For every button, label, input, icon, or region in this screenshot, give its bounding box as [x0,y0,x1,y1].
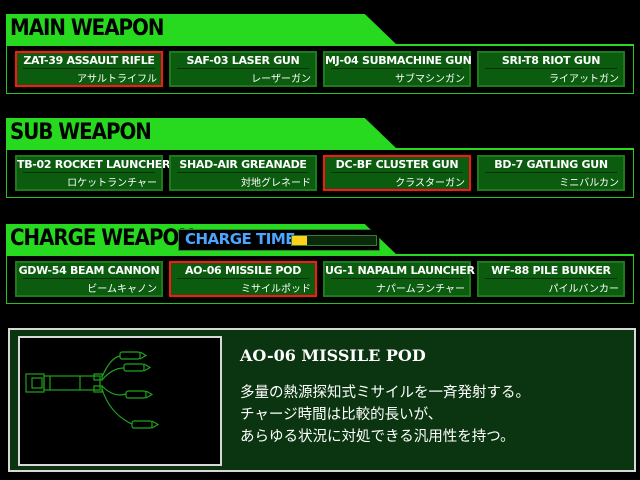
sub-weapon-list: TB-02 ROCKET LAUNCHER ロケットランチャー SHAD-AIR… [6,148,634,198]
weapon-item[interactable]: UG-1 NAPALM LAUNCHER ナパームランチャー [323,261,475,297]
divider [331,172,463,173]
charge-time-fill [292,236,308,245]
weapon-name-jp: 対地グレネード [241,178,311,189]
weapon-name-en: UG-1 NAPALM LAUNCHER [325,264,475,277]
main-weapon-header: MAIN WEAPON [6,14,396,44]
weapon-name-jp: クラスターガン [395,178,465,189]
section-rule [6,44,634,46]
info-description: 多量の熱源探知式ミサイルを一斉発射する。 チャージ時間は比較的長いが、 あらゆる… [240,382,530,448]
weapon-name-en: SHAD-AIR GREANADE [179,158,307,171]
weapon-name-jp: ナパームランチャー [375,284,465,295]
main-weapon-list: ZAT-39 ASSAULT RIFLE アサルトライフル SAF-03 LAS… [6,44,634,94]
weapon-item[interactable]: AO-06 MISSILE POD ミサイルポッド [169,261,317,297]
weapon-item[interactable]: SAF-03 LASER GUN レーザーガン [169,51,317,87]
section-rule [6,254,634,256]
weapon-item[interactable]: MJ-04 SUBMACHINE GUN サブマシンガン [323,51,472,87]
weapon-item[interactable]: BD-7 GATLING GUN ミニバルカン [477,155,625,191]
missile-pod-icon [25,351,160,429]
divider [23,68,155,69]
weapon-item[interactable]: SHAD-AIR GREANADE 対地グレネード [169,155,317,191]
info-weapon-name: AO-06 MISSILE POD [240,346,426,365]
divider [177,68,309,69]
weapon-info-panel: AO-06 MISSILE POD 多量の熱源探知式ミサイルを一斉発射する。 チ… [8,328,636,472]
section-title: MAIN WEAPON [10,16,164,41]
weapon-name-jp: ロケットランチャー [67,178,157,189]
weapon-name-jp: ミサイルポッド [241,284,311,295]
weapon-name-en: GDW-54 BEAM CANNON [18,264,160,277]
charge-time-meter: CHARGE TIME [178,229,380,251]
weapon-item[interactable]: ZAT-39 ASSAULT RIFLE アサルトライフル [15,51,163,87]
divider [485,68,617,69]
divider [177,278,309,279]
weapon-item[interactable]: TB-02 ROCKET LAUNCHER ロケットランチャー [15,155,171,191]
weapon-name-jp: レーザーガン [251,74,311,85]
weapon-item[interactable]: DC-BF CLUSTER GUN クラスターガン [323,155,471,191]
weapon-name-en: TB-02 ROCKET LAUNCHER [17,158,171,171]
description-line: チャージ時間は比較的長いが、 [240,407,443,423]
weapon-name-en: ZAT-39 ASSAULT RIFLE [23,54,155,67]
charge-weapon-header: CHARGE WEAPON CHARGE TIME [6,224,396,254]
weapon-name-jp: ビームキャノン [87,284,157,295]
divider [23,172,155,173]
weapon-name-en: WF-88 PILE BUNKER [491,264,611,277]
weapon-name-jp: パイルバンカー [548,284,620,295]
divider [485,278,617,279]
section-rule [6,148,634,150]
charge-time-label: CHARGE TIME [185,230,296,248]
section-title: CHARGE WEAPON [10,226,195,251]
weapon-name-en: SRI-T8 RIOT GUN [501,54,601,67]
weapon-name-en: MJ-04 SUBMACHINE GUN [325,54,472,67]
weapon-name-jp: ミニバルカン [559,178,619,189]
weapon-item[interactable]: WF-88 PILE BUNKER パイルバンカー [477,261,625,297]
weapon-name-jp: ライアットガン [549,74,619,85]
description-line: あらゆる状況に対処できる汎用性を持つ。 [240,429,515,445]
divider [331,68,463,69]
divider [485,172,617,173]
divider [23,278,155,279]
section-title: SUB WEAPON [10,120,152,145]
weapon-name-en: DC-BF CLUSTER GUN [335,158,459,171]
weapon-item[interactable]: GDW-54 BEAM CANNON ビームキャノン [15,261,163,297]
charge-weapon-list: GDW-54 BEAM CANNON ビームキャノン AO-06 MISSILE… [6,254,634,304]
sub-weapon-header: SUB WEAPON [6,118,396,148]
charge-time-bar [291,235,377,246]
weapon-name-en: BD-7 GATLING GUN [494,158,608,171]
divider [331,278,463,279]
weapon-preview [18,336,222,466]
weapon-name-en: SAF-03 LASER GUN [186,54,300,67]
weapon-name-en: AO-06 MISSILE POD [184,264,302,277]
description-line: 多量の熱源探知式ミサイルを一斉発射する。 [240,385,530,401]
weapon-name-jp: アサルトライフル [77,74,157,85]
weapon-item[interactable]: SRI-T8 RIOT GUN ライアットガン [477,51,625,87]
divider [177,172,309,173]
weapon-name-jp: サブマシンガン [395,74,465,85]
